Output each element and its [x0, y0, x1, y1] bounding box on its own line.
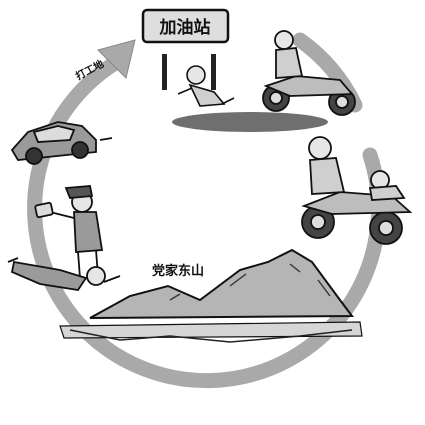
car-icon [10, 121, 113, 165]
standing-person-icon [34, 185, 104, 279]
mountain-label: 党家东山 [152, 263, 204, 279]
mountain-icon [59, 248, 363, 343]
gas-station-sign-label: 加油站 [159, 17, 211, 38]
gas-station-sign-icon: 加油站 [141, 8, 230, 90]
falling-person-icon [177, 65, 235, 107]
ground-shadow [172, 112, 328, 132]
motor-tricycle-icon [262, 30, 356, 116]
cycle-arrow-head-icon [97, 39, 136, 79]
motor-tricycle-icon-lower [301, 136, 413, 245]
lying-person-icon [7, 257, 121, 291]
